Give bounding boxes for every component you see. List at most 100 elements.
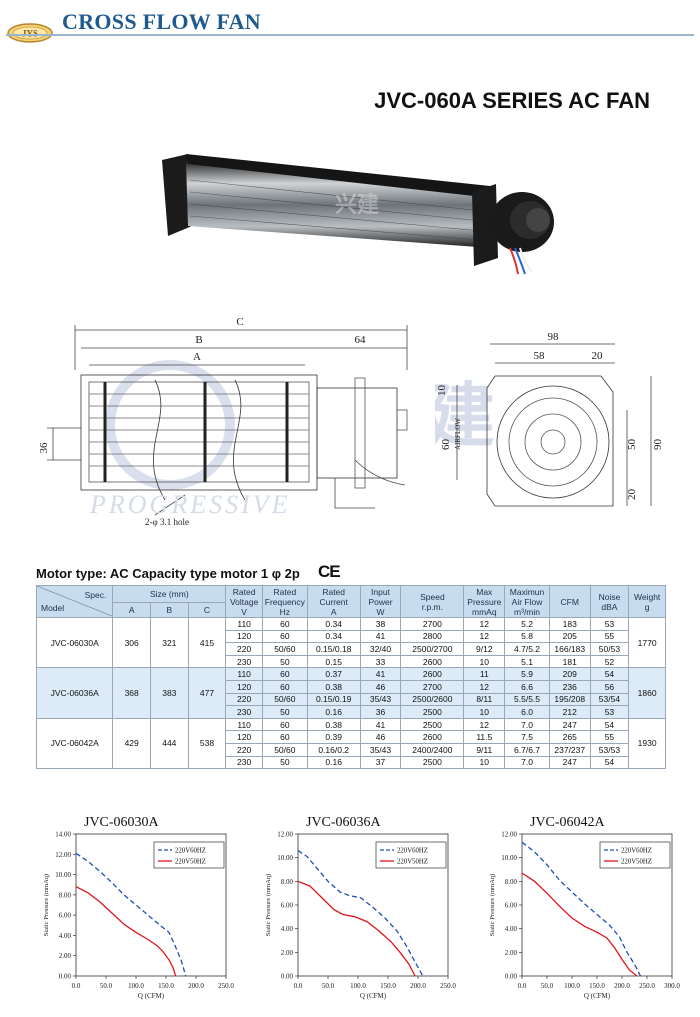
dim-a: A — [193, 351, 201, 363]
side-view-drawing: C B A 64 36 — [35, 310, 415, 535]
series-line-220v50hz — [75, 886, 177, 977]
x-tick-label: 0.0 — [294, 982, 303, 990]
y-tick-label: 0.00 — [59, 973, 72, 981]
cell-value: 5.8 — [504, 629, 550, 644]
series-line-220v60hz — [75, 852, 187, 977]
y-tick-label: 6.00 — [59, 912, 72, 920]
cell-value: 230 — [225, 705, 263, 719]
logo-text: JYS — [22, 29, 38, 39]
series-line-220v50hz — [521, 872, 638, 977]
cell-a: 429 — [112, 717, 151, 770]
cell-value: 265 — [548, 730, 591, 744]
cell-value: 5.9 — [504, 667, 550, 681]
cell-value: 60 — [261, 667, 308, 681]
cell-value: 46 — [359, 730, 402, 744]
chart-svg: JVC-06036A0.002.004.006.008.0010.0012.00… — [265, 815, 456, 1000]
cell-value: 220 — [225, 742, 263, 757]
y-tick-label: 10.00 — [55, 871, 71, 879]
y-tick-label: 12.00 — [501, 831, 517, 839]
cell-value: 41 — [359, 717, 402, 732]
cell-value: 32/40 — [359, 642, 402, 656]
size-a-header: A — [112, 602, 151, 618]
cell-value: 2600 — [400, 667, 465, 681]
x-tick-label: 100.0 — [128, 982, 144, 990]
cell-value: 110 — [225, 617, 263, 631]
photo-watermark: 兴建 — [335, 192, 379, 217]
cell-value: 50/60 — [261, 692, 308, 707]
product-photo: 兴建 — [150, 140, 570, 300]
dim-50: 50 — [626, 439, 638, 451]
cell-value: 7.0 — [504, 755, 550, 770]
x-tick-label: 0.0 — [518, 982, 527, 990]
cell-value: 50/53 — [589, 642, 630, 656]
cell-model: JVC-06030A — [35, 616, 114, 669]
spec-model-header: Spec. Model — [35, 585, 114, 618]
cell-value: 60 — [261, 679, 308, 694]
cell-value: 53 — [589, 617, 630, 631]
x-tick-label: 100.0 — [564, 982, 580, 990]
cell-value: 10 — [463, 755, 506, 770]
cell-value: 10 — [463, 705, 506, 719]
cell-value: 2700 — [400, 679, 465, 694]
cell-value: 8/11 — [463, 692, 506, 707]
cell-value: 55 — [589, 730, 630, 744]
legend-label: 220V50HZ — [397, 859, 428, 866]
y-tick-label: 10.00 — [501, 854, 517, 862]
size-header: Size (mm) — [112, 585, 227, 603]
cell-value: 2600 — [400, 730, 465, 744]
series-line-220v60hz — [297, 850, 424, 977]
y-tick-label: 10.00 — [277, 854, 293, 862]
cell-value: 54 — [589, 717, 630, 732]
cell-value: 0.38 — [306, 679, 361, 694]
y-tick-label: 12.00 — [277, 831, 293, 839]
cell-value: 60 — [261, 629, 308, 644]
cell-value: 53/54 — [589, 692, 630, 707]
dim-58: 58 — [534, 350, 546, 362]
x-tick-label: 100.0 — [350, 982, 366, 990]
chart-title: JVC-06030A — [84, 815, 160, 830]
cell-value: 53 — [589, 705, 630, 719]
cell-value: 2800 — [400, 629, 465, 644]
hole-note: 2-φ 3.1 hole — [145, 517, 189, 527]
cell-value: 2500/2700 — [400, 642, 465, 656]
x-tick-label: 50.0 — [541, 982, 554, 990]
motor-type-line: Motor type: AC Capacity type motor 1 φ 2… — [36, 566, 300, 581]
legend-box — [375, 841, 447, 869]
cell-value: 2600 — [400, 654, 465, 669]
cell-value: 0.15/0.19 — [306, 692, 361, 707]
x-tick-label: 250.0 — [639, 982, 655, 990]
x-tick-label: 150.0 — [589, 982, 605, 990]
size-c-header: C — [187, 602, 227, 618]
cell-value: 54 — [589, 755, 630, 770]
cell-weight: 1770 — [628, 616, 666, 669]
cell-value: 0.34 — [306, 629, 361, 644]
end-view-drawing: 兴建 98 58 20 AIRFLOW 10 60 50 90 20 — [355, 330, 685, 535]
cell-b: 444 — [149, 717, 189, 770]
dim-b: B — [195, 334, 202, 346]
cell-value: 230 — [225, 755, 263, 770]
y-tick-label: 6.00 — [281, 902, 294, 910]
cell-value: 247 — [548, 755, 591, 770]
cell-value: 0.16/0.2 — [306, 742, 361, 757]
y-tick-label: 2.00 — [281, 949, 294, 957]
cell-value: 36 — [359, 705, 402, 719]
cell-value: 195/208 — [548, 692, 591, 707]
cfm-header: CFM — [548, 585, 591, 618]
cell-value: 35/43 — [359, 742, 402, 757]
cell-value: 0.15 — [306, 654, 361, 669]
cell-value: 0.39 — [306, 730, 361, 744]
cell-value: 35/43 — [359, 692, 402, 707]
dim-90: 90 — [652, 439, 664, 451]
chart-svg: JVC-06030A0.002.004.006.008.0010.0012.00… — [43, 815, 234, 1000]
